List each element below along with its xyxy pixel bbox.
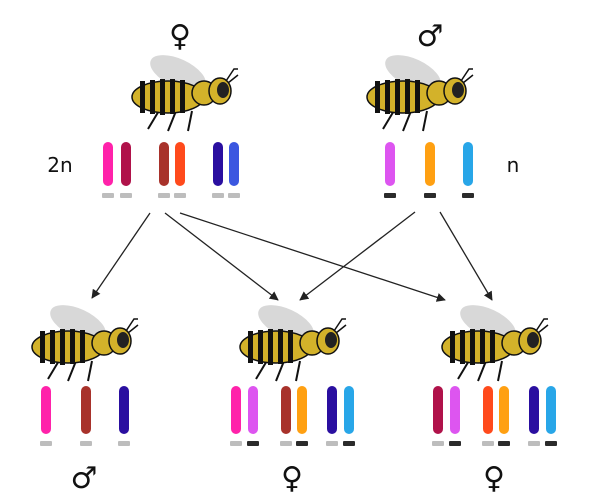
daughter-2-bee-icon <box>441 296 549 382</box>
chromosome-brown_red <box>159 142 169 186</box>
arrow-drone-to-daughter-2 <box>439 211 493 301</box>
paternal-marker <box>343 441 355 446</box>
chromosome-brown_red <box>81 386 91 434</box>
paternal-marker <box>498 441 510 446</box>
arrow-queen-to-daughter-1 <box>164 212 279 301</box>
chromosome-sky_blue <box>344 386 354 434</box>
chromosome-orange <box>297 386 307 434</box>
inheritance-arrows <box>91 211 493 302</box>
son-chromosomes <box>40 386 130 446</box>
chromosome-violet <box>385 142 395 186</box>
drone-male-symbol: ♂ <box>417 19 444 54</box>
arrow-queen-to-daughter-2 <box>179 212 446 302</box>
maternal-marker <box>80 441 92 446</box>
chromosome-indigo <box>213 142 223 186</box>
maternal-marker <box>432 441 444 446</box>
paternal-marker <box>449 441 461 446</box>
daughter-2-female-symbol: ♀ <box>483 461 505 496</box>
chromosome-blue <box>229 142 239 186</box>
chromosome-crimson <box>121 142 131 186</box>
paternal-marker <box>296 441 308 446</box>
queen-ploidy-label: 2n <box>47 153 72 177</box>
chromosome-crimson <box>433 386 443 434</box>
queen-female-symbol: ♀ <box>169 19 191 54</box>
paternal-marker <box>462 193 474 198</box>
chromosome-sky_blue <box>546 386 556 434</box>
maternal-marker <box>482 441 494 446</box>
chromosome-orange <box>425 142 435 186</box>
daughter-1-bee-icon <box>239 296 347 382</box>
chromosome-orange <box>499 386 509 434</box>
maternal-marker <box>212 193 224 198</box>
paternal-marker <box>247 441 259 446</box>
chromosome-violet <box>248 386 258 434</box>
maternal-marker <box>174 193 186 198</box>
daughter-1-female-symbol: ♀ <box>281 461 303 496</box>
paternal-marker <box>384 193 396 198</box>
chromosome-magenta <box>103 142 113 186</box>
arrow-drone-to-daughter-1 <box>299 211 416 301</box>
maternal-marker <box>118 441 130 446</box>
queen-chromosomes <box>102 142 240 198</box>
chromosome-indigo <box>119 386 129 434</box>
chromosome-indigo <box>327 386 337 434</box>
maternal-marker <box>280 441 292 446</box>
maternal-marker <box>102 193 114 198</box>
daughter-1-chromosomes <box>230 386 355 446</box>
maternal-marker <box>228 193 240 198</box>
chromosome-violet <box>450 386 460 434</box>
paternal-marker <box>424 193 436 198</box>
chromosome-orange_red <box>483 386 493 434</box>
queen-bee-icon <box>131 46 239 132</box>
chromosome-brown_red <box>281 386 291 434</box>
daughter-2-chromosomes <box>432 386 557 446</box>
chromosome-magenta <box>41 386 51 434</box>
maternal-marker <box>40 441 52 446</box>
drone-ploidy-label: n <box>507 153 520 177</box>
son-bee-icon <box>31 296 139 382</box>
maternal-marker <box>528 441 540 446</box>
drone-bee-icon <box>366 46 474 132</box>
chromosome-sky_blue <box>463 142 473 186</box>
maternal-marker <box>120 193 132 198</box>
chromosome-indigo <box>529 386 539 434</box>
chromosome-magenta <box>231 386 241 434</box>
son-male-symbol: ♂ <box>71 461 98 496</box>
maternal-marker <box>158 193 170 198</box>
maternal-marker <box>230 441 242 446</box>
paternal-marker <box>545 441 557 446</box>
arrow-queen-to-son <box>91 212 151 299</box>
drone-chromosomes <box>384 142 474 198</box>
maternal-marker <box>326 441 338 446</box>
chromosome-orange_red <box>175 142 185 186</box>
